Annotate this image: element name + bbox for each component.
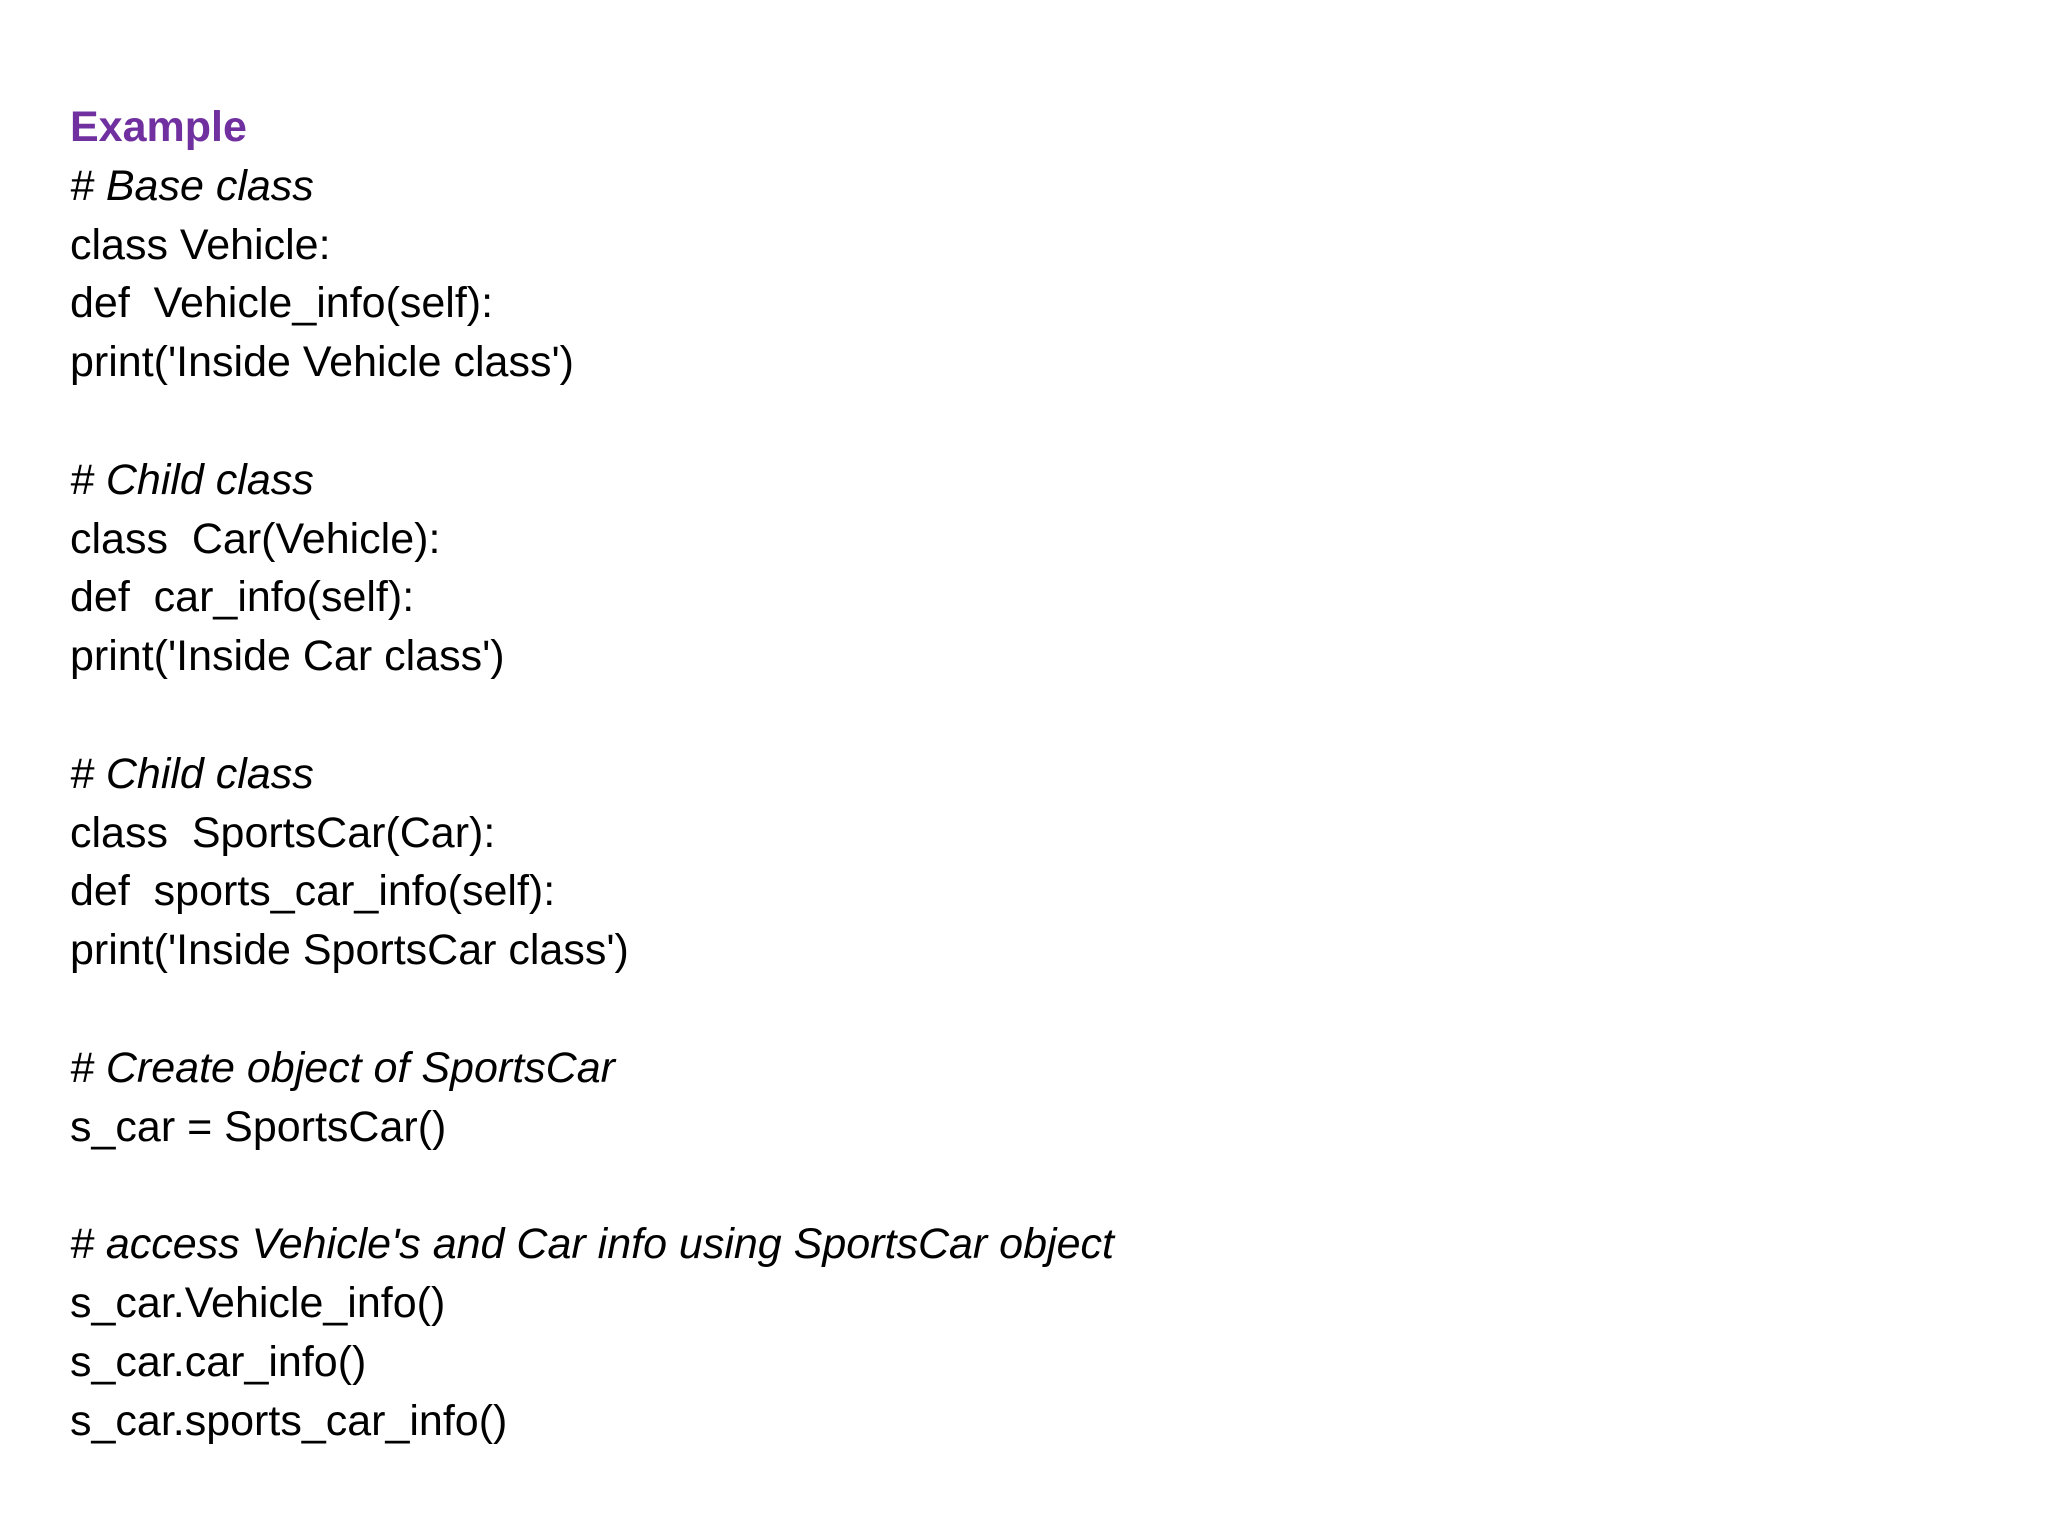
comment-line: # Child class [70,749,314,798]
blank-line [70,980,1114,1039]
code-line: class Vehicle: [70,220,331,269]
blank-line [70,392,1114,451]
code-example-block: Example # Base class class Vehicle: def … [70,98,1114,1450]
code-line: print('Inside Vehicle class') [70,338,574,387]
comment-line: # Base class [70,161,314,210]
blank-line [70,686,1114,745]
code-line: def car_info(self): [70,573,415,622]
code-line: class SportsCar(Car): [70,808,496,857]
code-line: def sports_car_info(self): [70,867,556,916]
code-line: s_car.car_info() [70,1337,367,1386]
comment-line: # Create object of SportsCar [70,1043,615,1092]
code-line: s_car.sports_car_info() [70,1396,508,1445]
code-line: def Vehicle_info(self): [70,279,494,328]
code-line: s_car = SportsCar() [70,1102,447,1151]
code-line: class Car(Vehicle): [70,514,441,563]
code-line: print('Inside SportsCar class') [70,926,629,975]
code-line: print('Inside Car class') [70,632,505,681]
slide-title: Example [70,103,247,151]
code-line: s_car.Vehicle_info() [70,1278,446,1327]
comment-line: # Child class [70,455,314,504]
comment-line: # access Vehicle's and Car info using Sp… [70,1220,1114,1269]
blank-line [70,1156,1114,1215]
